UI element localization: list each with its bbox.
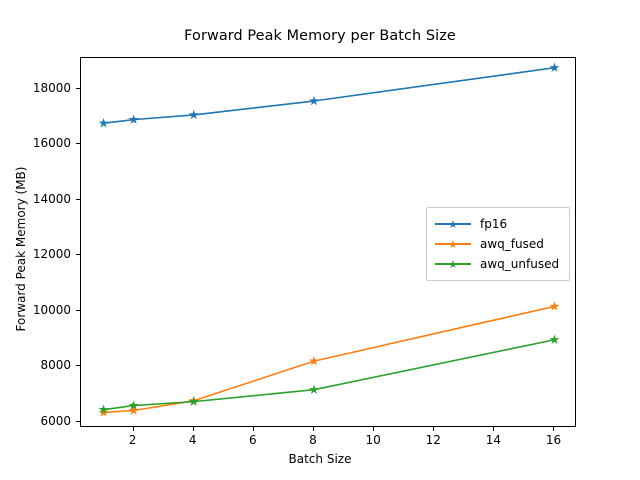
legend-star-icon: ★ bbox=[448, 218, 458, 231]
y-tick-mark bbox=[76, 309, 80, 311]
y-axis-tick-labels: 6000 8000 10000 12000 14000 16000 18000 bbox=[0, 0, 71, 480]
legend-label: awq_unfused bbox=[480, 257, 560, 271]
series-fp16 bbox=[98, 62, 560, 128]
data-point-marker bbox=[549, 301, 560, 311]
x-axis-label: Batch Size bbox=[288, 452, 352, 466]
legend-label: fp16 bbox=[480, 217, 508, 231]
legend-label: awq_fused bbox=[480, 237, 544, 251]
x-tick-label: 12 bbox=[425, 433, 441, 447]
x-tick-mark bbox=[252, 427, 254, 431]
x-tick-mark bbox=[192, 427, 194, 431]
data-point-marker bbox=[98, 404, 109, 414]
chart-title: Forward Peak Memory per Batch Size bbox=[184, 28, 456, 44]
x-tick-label: 14 bbox=[485, 433, 501, 447]
plot-svg bbox=[98, 62, 560, 417]
data-point-marker bbox=[188, 396, 199, 406]
legend-item-fp16: ★ fp16 bbox=[435, 214, 561, 234]
plot-area bbox=[80, 57, 576, 427]
y-tick-label: 10000 bbox=[32, 302, 71, 317]
chart-legend: ★ fp16 ★ awq_fused ★ awq_unfused bbox=[426, 207, 570, 281]
x-tick-label: 16 bbox=[545, 433, 562, 447]
data-point-marker bbox=[98, 118, 109, 128]
series-awq_fused bbox=[98, 301, 560, 417]
y-tick-mark bbox=[76, 143, 80, 145]
x-tick-mark bbox=[433, 427, 435, 431]
series-line bbox=[102, 66, 556, 125]
legend-item-awq_fused: ★ awq_fused bbox=[435, 234, 561, 254]
y-tick-label: 6000 bbox=[40, 413, 71, 428]
data-point-marker bbox=[128, 405, 139, 415]
y-tick-label: 14000 bbox=[32, 191, 71, 206]
data-point-marker bbox=[309, 384, 319, 394]
data-point-marker bbox=[188, 109, 199, 120]
data-point-marker bbox=[549, 334, 560, 344]
y-tick-mark bbox=[76, 198, 80, 200]
data-point-marker bbox=[309, 95, 319, 106]
y-tick-mark bbox=[76, 87, 80, 89]
x-tick-label: 4 bbox=[188, 433, 197, 447]
y-tick-label: 12000 bbox=[32, 247, 71, 262]
x-tick-mark bbox=[373, 427, 375, 431]
legend-line bbox=[435, 243, 471, 245]
legend-swatch: ★ bbox=[435, 257, 471, 271]
x-tick-label: 2 bbox=[128, 433, 137, 447]
x-tick-mark bbox=[132, 427, 134, 431]
y-tick-mark bbox=[76, 420, 80, 422]
y-tick-label: 18000 bbox=[32, 80, 71, 95]
legend-star-icon: ★ bbox=[448, 238, 458, 251]
series-awq_unfused bbox=[98, 334, 560, 414]
data-point-marker bbox=[98, 407, 109, 417]
y-tick-mark bbox=[76, 365, 80, 367]
legend-item-awq_unfused: ★ awq_unfused bbox=[435, 254, 561, 274]
x-tick-mark bbox=[312, 427, 314, 431]
y-tick-mark bbox=[76, 254, 80, 256]
series-line bbox=[102, 305, 556, 414]
x-tick-label: 6 bbox=[249, 433, 257, 447]
y-tick-label: 16000 bbox=[32, 136, 71, 151]
legend-swatch: ★ bbox=[435, 217, 471, 231]
legend-line bbox=[435, 223, 471, 225]
x-tick-label: 8 bbox=[309, 433, 317, 447]
series-line bbox=[102, 338, 556, 411]
x-tick-mark bbox=[493, 427, 495, 431]
legend-line bbox=[435, 263, 471, 265]
x-tick-label: 10 bbox=[365, 433, 381, 447]
data-point-marker bbox=[549, 62, 560, 72]
y-tick-label: 8000 bbox=[40, 358, 71, 373]
data-point-marker bbox=[128, 114, 139, 124]
data-point-marker bbox=[309, 355, 319, 366]
legend-star-icon: ★ bbox=[448, 258, 458, 271]
data-point-marker bbox=[128, 400, 139, 410]
x-tick-mark bbox=[553, 427, 555, 431]
legend-swatch: ★ bbox=[435, 237, 471, 251]
